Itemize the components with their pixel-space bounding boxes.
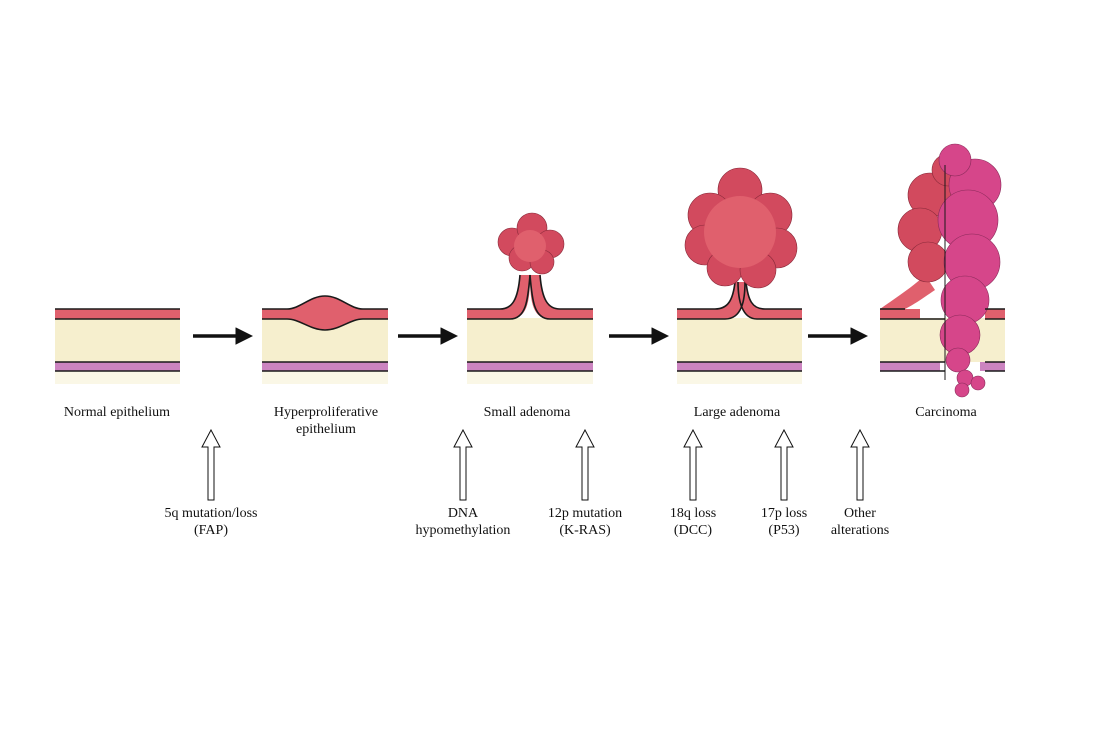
tissue-shape: [738, 282, 802, 319]
alteration-label-line: (DCC): [670, 522, 716, 539]
stage-large-adenoma: [677, 168, 802, 384]
tissue-shape: [946, 348, 970, 372]
tissue-shape: [55, 371, 180, 384]
stage-hyperproliferative-epithelium: [262, 296, 388, 384]
tissue-shape: [880, 362, 940, 371]
alteration-label-line: Other: [831, 505, 889, 522]
alteration-arrows: [202, 430, 869, 500]
tissue-shape: [677, 362, 802, 371]
stage-label-line: Normal epithelium: [64, 404, 170, 421]
stage-label-hyperproliferative: Hyperproliferative epithelium: [274, 404, 378, 438]
stage-label-line: Small adenoma: [484, 404, 571, 421]
tissue-shape: [677, 371, 802, 384]
stage-normal-epithelium: [55, 309, 180, 384]
tissue-shape: [262, 362, 388, 371]
tissue-shape: [55, 309, 180, 319]
tissue-shape: [530, 275, 593, 319]
alteration-label-12p: 12p mutation (K-RAS): [548, 505, 622, 539]
alteration-arrow: [684, 430, 702, 500]
alteration-label-line: hypomethylation: [416, 522, 511, 539]
alteration-label-line: 5q mutation/loss: [165, 505, 258, 522]
tissue-shape: [971, 376, 985, 390]
tissue-shape: [262, 371, 388, 384]
tissue-shape: [467, 318, 593, 362]
stage-label-line: epithelium: [274, 421, 378, 438]
stage-label-normal-epithelium: Normal epithelium: [64, 404, 170, 421]
tissue-shape: [980, 362, 1005, 371]
stage-label-large-adenoma: Large adenoma: [694, 404, 780, 421]
stage-small-adenoma: [467, 213, 593, 384]
alteration-arrow: [202, 430, 220, 500]
alteration-label-18q: 18q loss (DCC): [670, 505, 716, 539]
alteration-label-line: 17p loss: [761, 505, 807, 522]
tissue-shape: [955, 383, 969, 397]
tissue-shape: [55, 318, 180, 362]
alteration-label-line: (P53): [761, 522, 807, 539]
tissue-shape: [467, 362, 593, 371]
alteration-arrow: [576, 430, 594, 500]
alteration-label-line: 12p mutation: [548, 505, 622, 522]
tissue-shape: [55, 362, 180, 371]
alteration-label-other: Other alterations: [831, 505, 889, 539]
tissue-shape: [467, 275, 530, 319]
tissue-shape: [540, 275, 593, 309]
stage-carcinoma: [880, 144, 1005, 397]
alteration-label-line: (FAP): [165, 522, 258, 539]
alteration-label-line: (K-RAS): [548, 522, 622, 539]
small-adenoma-polyp-head: [498, 213, 564, 274]
alteration-label-5q: 5q mutation/loss (FAP): [165, 505, 258, 539]
tissue-shape: [677, 318, 802, 362]
stage-label-small-adenoma: Small adenoma: [484, 404, 571, 421]
tissue-shape: [985, 309, 1005, 319]
stage-label-carcinoma: Carcinoma: [915, 404, 976, 421]
stage-label-line: Large adenoma: [694, 404, 780, 421]
tissue-shape: [514, 230, 546, 262]
alteration-arrow: [454, 430, 472, 500]
alteration-label-line: DNA: [416, 505, 511, 522]
tissue-shape: [467, 275, 520, 309]
alteration-label-17p: 17p loss (P53): [761, 505, 807, 539]
alteration-arrow: [775, 430, 793, 500]
stage-label-line: Hyperproliferative: [274, 404, 378, 421]
stage-label-line: Carcinoma: [915, 404, 976, 421]
alteration-label-line: 18q loss: [670, 505, 716, 522]
tissue-shape: [939, 144, 971, 176]
alteration-label-dna-hypomethylation: DNA hypomethylation: [416, 505, 511, 539]
tissue-shape: [467, 371, 593, 384]
alteration-arrow: [851, 430, 869, 500]
large-adenoma-polyp-head: [685, 168, 797, 288]
tissue-shape: [908, 242, 948, 282]
alteration-label-line: alterations: [831, 522, 889, 539]
tissue-shape: [704, 196, 776, 268]
